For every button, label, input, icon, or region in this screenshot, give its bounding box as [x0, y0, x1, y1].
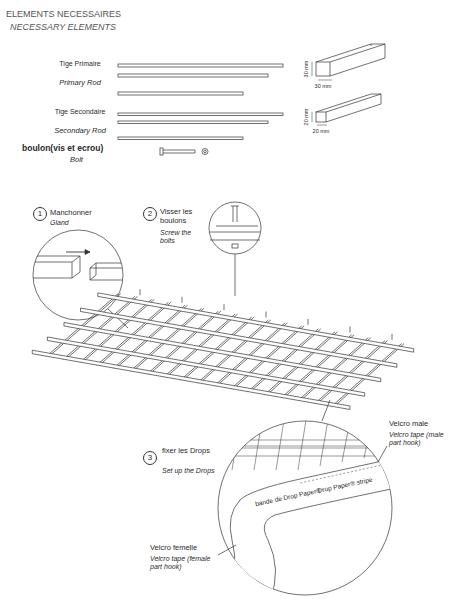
part-label: Set up the Drops	[162, 467, 217, 475]
part-label: Bolt	[70, 156, 83, 165]
part-label: fixer les Drops	[162, 447, 217, 456]
bolt	[160, 148, 208, 155]
part-label: Primary Rod	[50, 79, 110, 88]
dimension-label: 20 mm	[303, 109, 309, 126]
primary-rods	[118, 64, 283, 95]
title: ELEMENTS NECESSAIRES	[6, 9, 121, 19]
part-label: Manchonner	[50, 209, 92, 218]
part-label: boulon(vis et ecrou)	[22, 144, 103, 154]
part-label: Secondary Rod	[45, 127, 115, 136]
callout-number: 1	[38, 210, 42, 218]
bolt-detail	[209, 202, 261, 296]
callout-circle: 2	[143, 207, 157, 221]
callout-number: 3	[148, 454, 152, 462]
dimension-label: 20 mm	[313, 128, 330, 134]
callout-number: 2	[148, 210, 152, 218]
part-label: Visser les boulons	[160, 208, 205, 225]
primary-profile	[312, 44, 385, 80]
part-label: Screw the bolts	[160, 229, 205, 245]
part-label: Velcro femelle	[150, 544, 220, 553]
gland-detail	[30, 230, 130, 328]
callout-circle: 1	[33, 207, 47, 221]
drops-detail	[215, 400, 400, 600]
part-label: Gland	[50, 219, 69, 227]
callout-circle: 3	[143, 451, 157, 465]
part-label: Tige Secondaire	[45, 108, 115, 116]
part-label: Tige Primaire	[50, 60, 110, 68]
part-label: Velcro tape (male part hook)	[389, 431, 455, 447]
part-label: Velcro male	[389, 420, 428, 429]
part-label: NECESSARY ELEMENTS	[10, 22, 116, 32]
rod-grid	[32, 289, 413, 409]
secondary-profile	[312, 94, 381, 125]
secondary-rods	[118, 113, 283, 140]
dimension-label: 30 mm	[303, 61, 309, 78]
part-label: Velcro tape (female part hook)	[150, 555, 216, 571]
dimension-label: 30 mm	[315, 83, 332, 89]
